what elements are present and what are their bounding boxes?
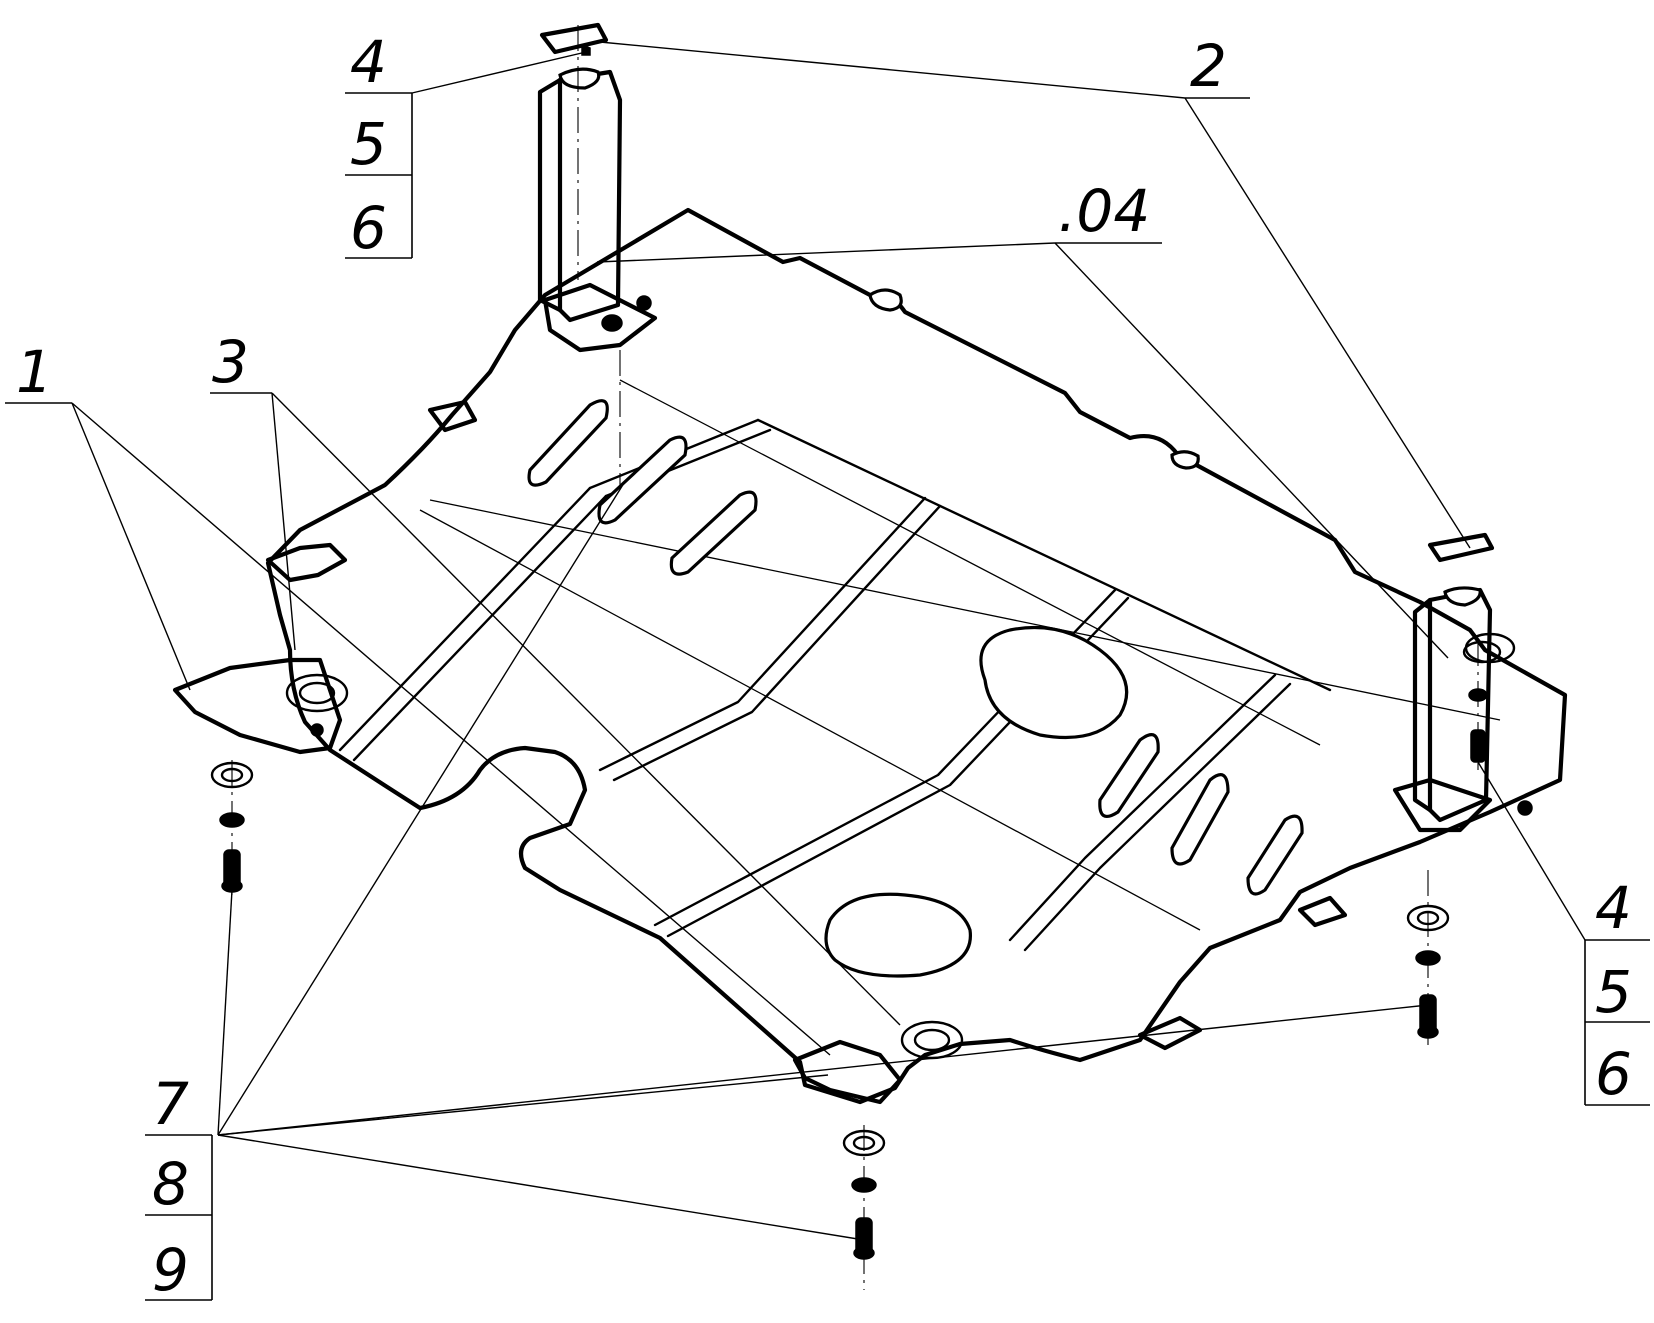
callout-7: 7 <box>152 1070 189 1138</box>
leader-lines <box>5 41 1586 1241</box>
callout-1: 1 <box>16 338 53 406</box>
skid-plate <box>172 207 1568 1105</box>
callout-stack-top-left <box>345 92 413 259</box>
slot-1 <box>527 399 609 487</box>
callout-3: 3 <box>212 328 249 396</box>
callout-8: 8 <box>152 1150 189 1218</box>
slot-3 <box>669 490 758 576</box>
callout-br-4: 4 <box>1595 874 1632 942</box>
callout-stack-bottom-right <box>1584 939 1650 1106</box>
skid-plate-outline <box>265 207 1568 1105</box>
bracket-right <box>1392 532 1495 833</box>
slot-2 <box>597 435 688 525</box>
oval-opening-upper <box>979 625 1129 740</box>
callout-tl-4: 4 <box>350 28 387 96</box>
callout-04: .04 <box>1058 177 1150 245</box>
callout-stack-bottom-left <box>145 1134 213 1301</box>
callout-2: 2 <box>1190 32 1227 100</box>
slot-5 <box>1170 773 1230 866</box>
bracket-left <box>537 22 658 353</box>
front-flange-bottom <box>792 1039 903 1105</box>
front-left-flange <box>172 657 343 755</box>
callout-br-5: 5 <box>1595 958 1632 1026</box>
oval-opening-lower <box>824 892 972 978</box>
callout-tl-6: 6 <box>350 194 387 262</box>
small-slot-a <box>868 288 903 312</box>
callout-tl-5: 5 <box>350 110 387 178</box>
center-axes <box>231 25 1479 1290</box>
small-slot-b <box>1170 450 1200 470</box>
callout-br-6: 6 <box>1595 1040 1632 1108</box>
vent-slots <box>527 288 1304 978</box>
slot-6 <box>1246 814 1304 896</box>
callout-9: 9 <box>152 1236 189 1304</box>
slot-4 <box>1098 733 1160 819</box>
fastener-stack-upper-right <box>1462 640 1502 763</box>
side-lugs <box>265 399 1348 1051</box>
stiffening-ribs <box>338 379 1501 952</box>
